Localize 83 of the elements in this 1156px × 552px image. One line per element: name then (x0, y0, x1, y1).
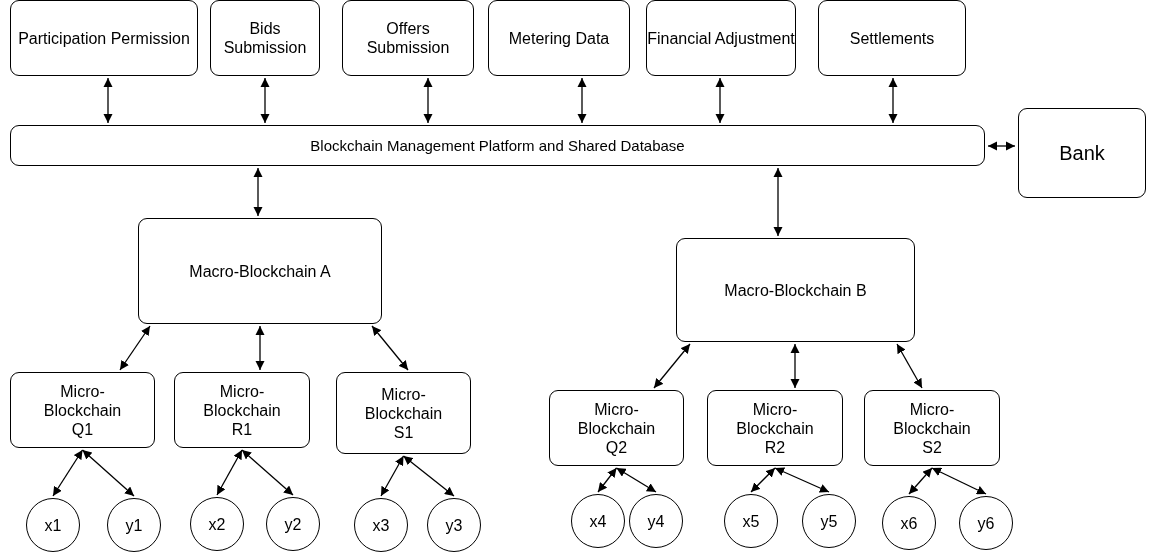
node-circle (959, 496, 1013, 550)
arrow (241, 449, 294, 496)
node-label: Financial Adjustment (647, 28, 795, 48)
node-circle (724, 494, 778, 548)
node-label: Macro-Blockchain A (189, 261, 331, 281)
node-label: Micro- Blockchain S2 (892, 399, 972, 457)
arrow (423, 77, 433, 124)
arrow (715, 77, 725, 124)
node-label: Micro- Blockchain S1 (363, 384, 444, 442)
arrow (402, 455, 455, 497)
arrow (908, 467, 933, 495)
arrow (750, 467, 776, 493)
arrow (216, 449, 243, 496)
arrow (52, 449, 84, 497)
arrow (931, 467, 987, 495)
node-label: y5 (820, 511, 838, 531)
node-label: x6 (900, 513, 918, 533)
process-box (336, 372, 471, 454)
process-box (1018, 108, 1146, 198)
node-label: Offers Submission (365, 19, 451, 57)
process-box (818, 0, 966, 76)
node-circle (571, 494, 625, 548)
process-box (646, 0, 796, 76)
arrow (103, 77, 113, 124)
process-box (488, 0, 630, 76)
node-label: Blockchain Management Platform and Shared Database (310, 136, 685, 155)
arrow (888, 77, 898, 124)
node-circle (629, 494, 683, 548)
node-label: y4 (647, 511, 665, 531)
arrow (380, 455, 405, 497)
arrow (260, 77, 270, 124)
process-box (864, 390, 1000, 466)
arrow (653, 343, 691, 389)
arrow (371, 325, 409, 371)
arrow (597, 467, 618, 493)
node-label: y3 (445, 515, 463, 535)
process-box (342, 0, 474, 76)
arrow (774, 467, 830, 493)
node-label: Bids Submission (222, 19, 308, 57)
node-circle (107, 498, 161, 552)
arrow (255, 325, 265, 371)
process-box (549, 390, 684, 466)
node-label: Participation Permission (18, 28, 190, 48)
node-label: Macro-Blockchain B (724, 280, 867, 300)
node-label: y2 (284, 514, 302, 534)
node-circle (190, 497, 244, 551)
process-box (138, 218, 382, 324)
node-label: x2 (208, 514, 226, 534)
arrow (987, 141, 1016, 151)
node-label: Metering Data (508, 28, 610, 48)
node-label: Bank (1059, 141, 1105, 165)
node-circle (266, 497, 320, 551)
node-label: Micro- Blockchain Q1 (42, 381, 123, 439)
node-circle (882, 496, 936, 550)
node-label: y1 (125, 515, 143, 535)
node-label: y6 (977, 513, 995, 533)
arrow (577, 77, 587, 124)
node-label: x4 (589, 511, 607, 531)
process-box (210, 0, 320, 76)
node-label: Micro- Blockchain Q2 (576, 399, 657, 457)
arrow (773, 167, 783, 237)
arrow (790, 343, 800, 389)
process-box (707, 390, 843, 466)
process-box (10, 372, 155, 448)
node-circle (26, 498, 80, 552)
node-label: x3 (372, 515, 390, 535)
node-circle (354, 498, 408, 552)
process-box (676, 238, 915, 342)
platform-box (10, 125, 985, 166)
arrow (81, 449, 135, 497)
node-label: Micro- Blockchain R1 (202, 381, 282, 439)
node-label: x1 (44, 515, 62, 535)
arrow (253, 167, 263, 217)
node-label: x5 (742, 511, 760, 531)
arrow (896, 343, 923, 389)
process-box (10, 0, 198, 76)
process-box (174, 372, 310, 448)
arrow (119, 325, 151, 371)
node-label: Micro- Blockchain R2 (735, 399, 815, 457)
arrow (615, 467, 657, 493)
node-circle (802, 494, 856, 548)
node-label: Settlements (849, 28, 935, 48)
node-circle (427, 498, 481, 552)
